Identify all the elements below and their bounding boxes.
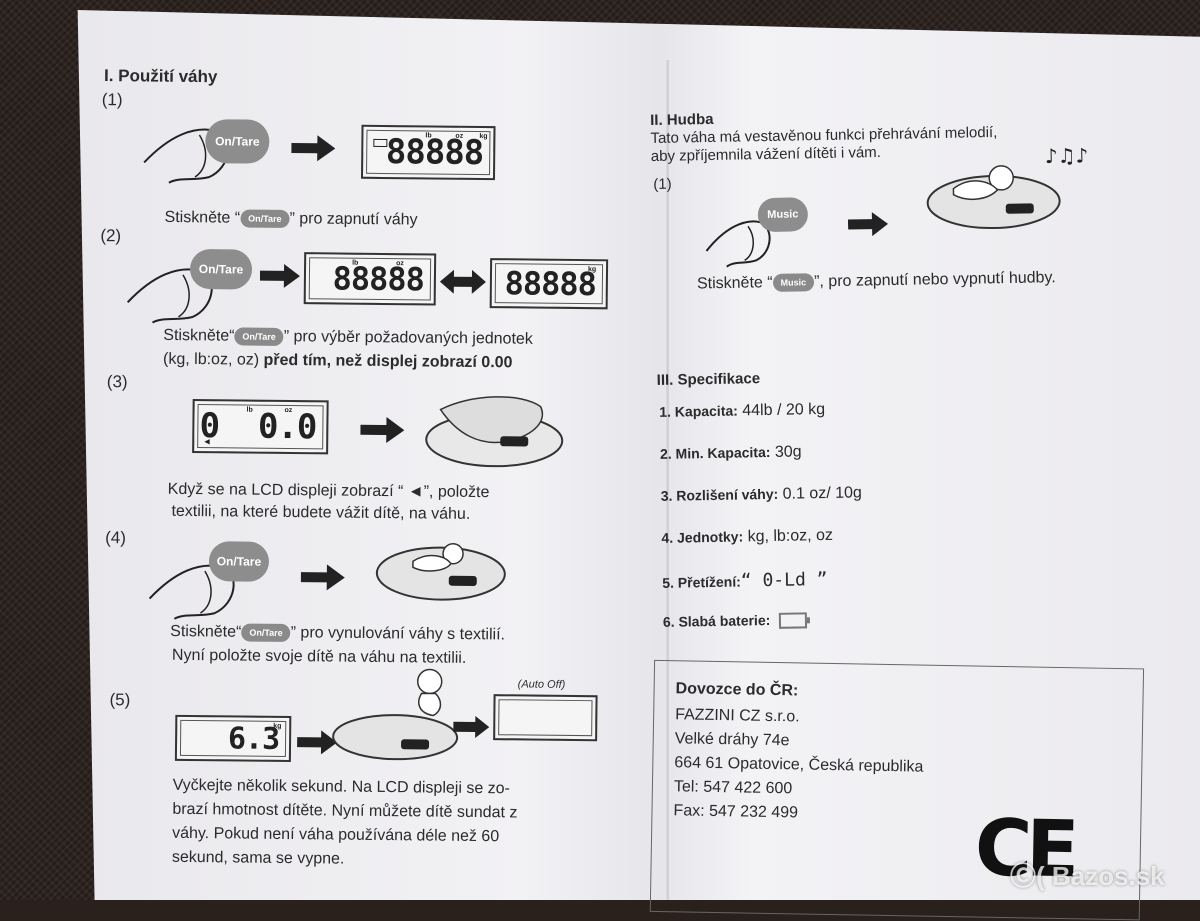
arrow-right-icon [291, 135, 336, 162]
importer-line: FAZZINI CZ s.r.o. [675, 706, 800, 726]
scale-with-textile-image [425, 396, 564, 468]
importer-line: Tel: 547 422 600 [673, 778, 793, 798]
double-arrow-icon [439, 269, 486, 294]
arrow-right-icon [259, 263, 300, 288]
left-page: I. Použití váhy (1) On/Tare lb oz kg 888… [100, 66, 609, 868]
baby-on-scale-with-music-image: ♪♫♪ [926, 143, 1089, 230]
importer-title: Dovozce do ČR: [675, 680, 799, 700]
importer-line: Fax: 547 232 499 [673, 802, 799, 822]
arrow-right-icon [297, 730, 338, 755]
arrow-right-icon [360, 417, 405, 444]
baby-lifted-from-scale-image [332, 668, 459, 761]
finger-icon [148, 564, 235, 620]
finger-icon [705, 220, 771, 268]
baby-on-scale-image [375, 542, 506, 601]
arrow-right-icon [453, 715, 490, 738]
watermark: Ⓒ( Bazos.sk [1010, 861, 1165, 891]
music-note-icon: ♪♫♪ [1045, 143, 1089, 168]
arrow-right-icon [847, 212, 889, 237]
paper-fold [666, 60, 670, 900]
importer-line: Velké dráhy 74e [674, 730, 790, 750]
watermark-logo-icon: Ⓒ( [1010, 861, 1045, 891]
arrow-right-icon [300, 564, 345, 591]
